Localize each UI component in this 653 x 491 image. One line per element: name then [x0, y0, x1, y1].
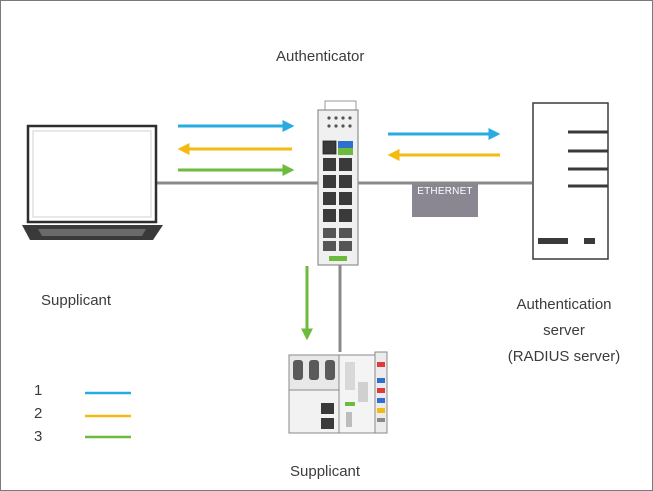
laptop-supplicant-label: Supplicant — [41, 292, 112, 309]
legend-number-2: 2 — [34, 405, 43, 422]
server-label-line-2: server — [543, 322, 585, 339]
authenticator-label: Authenticator — [276, 48, 365, 65]
legend-number-1: 1 — [34, 382, 43, 399]
server-label: Authentication server (RADIUS server) — [490, 292, 638, 370]
server-label-line-1: Authentication — [516, 296, 612, 313]
switch-icon — [317, 100, 359, 266]
server-icon — [532, 102, 609, 260]
legend-number-3: 3 — [34, 428, 43, 445]
controller-supplicant-label: Supplicant — [290, 463, 361, 480]
ethernet-tag: ETHERNET — [412, 184, 478, 217]
server-label-line-3: (RADIUS server) — [507, 348, 621, 365]
controller-icon — [288, 351, 388, 434]
laptop-icon — [22, 124, 163, 240]
